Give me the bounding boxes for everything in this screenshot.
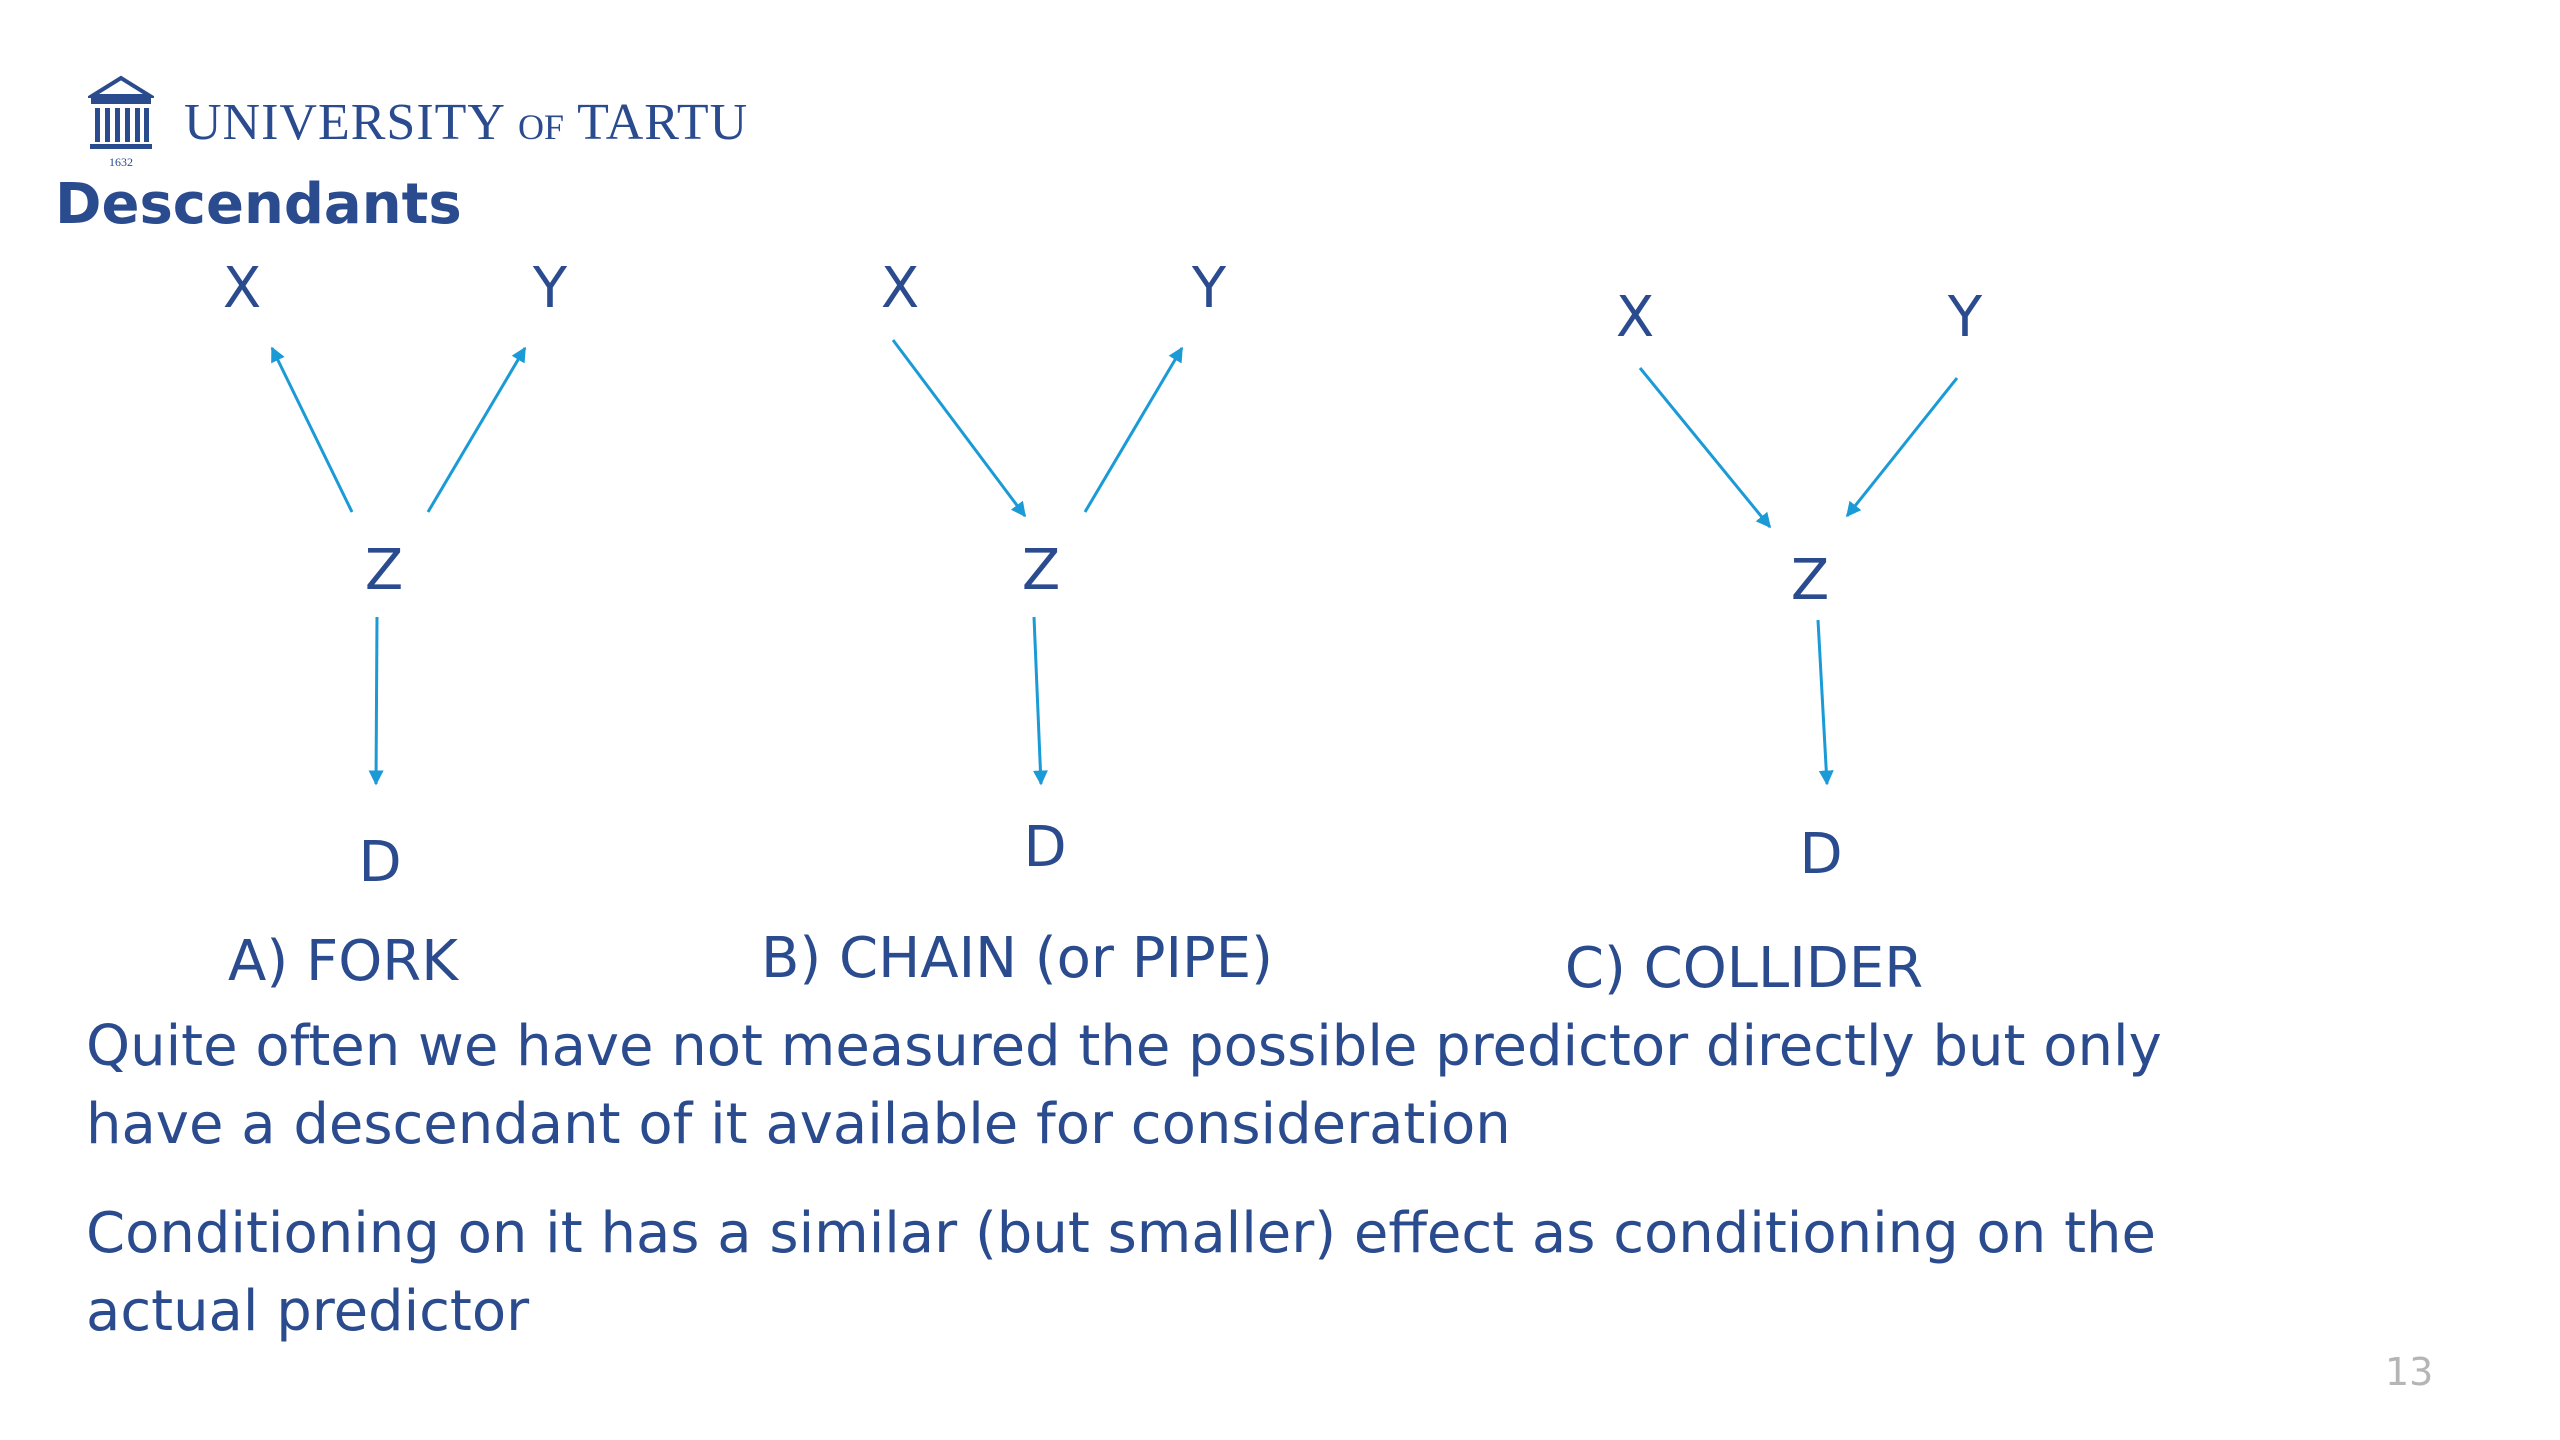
fork-arrow-z-to-y	[426, 346, 527, 513]
slide-title: Descendants	[55, 172, 462, 237]
body-paragraph-1: Quite often we have not measured the pos…	[86, 1014, 2162, 1157]
university-name-part1: UNIVERSITY	[184, 93, 505, 151]
fork-node-y: Y	[532, 256, 568, 321]
collider-arrow-z-to-d	[1816, 619, 1834, 786]
collider-arrow-x-to-z	[1638, 367, 1772, 529]
university-name: UNIVERSITY OF TARTU	[184, 93, 748, 152]
university-logo: 1632 UNIVERSITY OF TARTU	[88, 74, 748, 170]
chain-node-y: Y	[1191, 256, 1227, 321]
fork-arrow-z-to-x	[270, 346, 354, 513]
fork-node-z: Z	[365, 538, 403, 603]
chain-caption: B) CHAIN (or PIPE)	[761, 926, 1273, 991]
collider-caption: C) COLLIDER	[1565, 936, 1923, 1001]
university-name-of: OF	[518, 106, 565, 147]
collider-arrow-y-to-z	[1845, 377, 1959, 518]
collider-node-d: D	[1799, 822, 1842, 887]
collider-diagram: X Y Z D C) COLLIDER	[1565, 285, 1983, 1001]
collider-node-x: X	[1616, 285, 1654, 350]
fork-diagram: X Y Z D A) FORK	[223, 256, 568, 994]
logo-year: 1632	[109, 155, 133, 169]
chain-diagram: X Y Z D B) CHAIN (or PIPE)	[761, 256, 1273, 991]
fork-caption: A) FORK	[228, 929, 459, 994]
university-building-icon: 1632	[88, 75, 154, 169]
page-number: 13	[2385, 1350, 2434, 1394]
chain-node-z: Z	[1022, 538, 1060, 603]
fork-node-d: D	[358, 830, 401, 895]
university-name-part2: TARTU	[577, 93, 749, 151]
collider-node-z: Z	[1791, 548, 1829, 613]
fork-arrow-z-to-d	[368, 616, 384, 786]
chain-node-d: D	[1023, 815, 1066, 880]
collider-node-y: Y	[1947, 285, 1983, 350]
chain-node-x: X	[881, 256, 919, 321]
chain-arrow-z-to-d	[1032, 616, 1048, 786]
fork-node-x: X	[223, 256, 261, 321]
chain-arrow-x-to-z	[891, 339, 1027, 518]
body-paragraph-2: Conditioning on it has a similar (but sm…	[86, 1201, 2156, 1344]
chain-arrow-z-to-y	[1083, 346, 1184, 513]
causal-diagrams: X Y Z D A) FORK X Y Z D B) CHAIN (or PIP…	[223, 256, 1983, 1001]
